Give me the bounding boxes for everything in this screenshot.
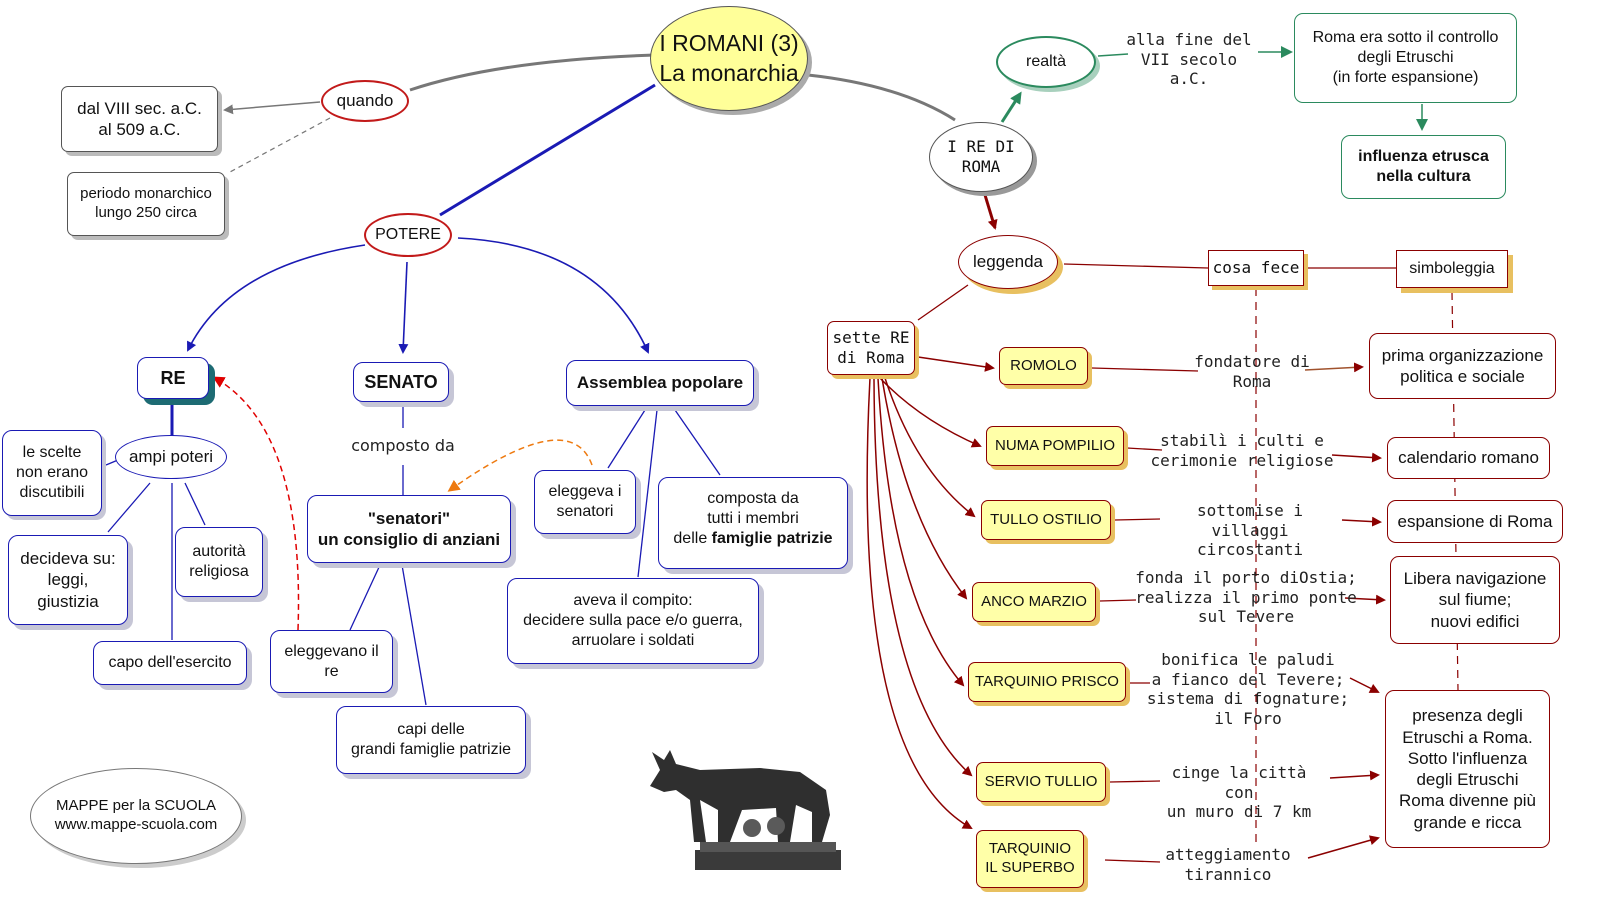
king-tarquinio-superbo[interactable]: TARQUINIO IL SUPERBO [976,830,1084,888]
king-anco-marzio[interactable]: ANCO MARZIO [972,582,1096,622]
sette-re-box[interactable]: sette RE di Roma [827,321,915,375]
potere-node[interactable]: POTERE [364,213,452,257]
realta-node[interactable]: realtà [996,36,1096,88]
symbol-organizzazione[interactable]: prima organizzazione politica e sociale [1369,333,1556,399]
re-box[interactable]: RE [137,357,209,399]
capo-esercito-box[interactable]: capo dell'esercito [93,641,247,685]
fine-secolo-label: alla fine del VII secolo a.C. [1126,30,1252,89]
composta-box[interactable]: composta da tutti i membri delle famigli… [658,477,848,569]
symbol-navigazione[interactable]: Libera navigazione sul fiume; nuovi edif… [1390,556,1560,644]
credit-badge[interactable]: MAPPE per la SCUOLA www.mappe-scuola.com [30,768,242,864]
symbol-calendario[interactable]: calendario romano [1387,437,1550,479]
eleggeva-box[interactable]: eleggeva i senatori [534,470,636,534]
eleggevano-box[interactable]: eleggevano il re [270,630,393,693]
etruschi-box[interactable]: Roma era sotto il controllo degli Etrusc… [1294,13,1517,103]
ampi-poteri-node[interactable]: ampi poteri [115,435,227,479]
senatori-subtitle: un consiglio di anziani [317,530,501,549]
compito-box[interactable]: aveva il compito: decidere sulla pace e/… [507,578,759,664]
did-anco-marzio: fonda il porto diOstia; realizza il prim… [1135,568,1357,627]
did-tullo-ostilio: sottomise i villaggi circostanti [1197,501,1303,560]
cosa-fece-box[interactable]: cosa fece [1208,250,1304,286]
capitoline-wolf-icon [650,750,841,870]
quando-node[interactable]: quando [321,80,409,122]
did-tarquinio-superbo: atteggiamento tirannico [1165,845,1291,884]
king-tullo-ostilio[interactable]: TULLO OSTILIO [981,500,1111,540]
leggenda-node[interactable]: leggenda [958,235,1058,289]
did-servio-tullio: cinge la città con un muro di 7 km [1166,763,1312,822]
senatori-title: "senatori" [367,508,451,528]
autorita-box[interactable]: autorità religiosa [175,527,263,597]
king-romolo[interactable]: ROMOLO [999,347,1088,385]
title-node[interactable]: I ROMANI (3) La monarchia [650,6,808,111]
composto-da-label: composto da [351,436,455,455]
simboleggia-box[interactable]: simboleggia [1396,250,1508,288]
senatori-box[interactable]: "senatori" un consiglio di anziani [307,495,511,563]
king-servio-tullio[interactable]: SERVIO TULLIO [976,762,1106,802]
composta-text: composta da tutti i membri delle [673,490,799,547]
did-romolo: fondatore di Roma [1194,352,1310,391]
did-numa-pompilio: stabilì i culti e cerimonie religiose [1150,431,1334,470]
scelte-box[interactable]: le scelte non erano discutibili [2,430,102,516]
assemblea-box[interactable]: Assemblea popolare [566,360,754,406]
king-tarquinio-prisco[interactable]: TARQUINIO PRISCO [968,662,1126,702]
influenza-box[interactable]: influenza etrusca nella cultura [1341,135,1506,199]
title-line-1: I ROMANI (3) [659,29,799,56]
did-tarquinio-prisco: bonifica le paludi a fianco del Tevere; … [1146,650,1350,728]
title-line-2: La monarchia [659,59,799,86]
re-di-roma-node[interactable]: I RE DI ROMA [929,122,1033,192]
senato-box[interactable]: SENATO [353,362,449,402]
periodo-box[interactable]: periodo monarchico lungo 250 circa [67,172,225,236]
king-numa-pompilio[interactable]: NUMA POMPILIO [986,426,1124,466]
composta-bold-text: famiglie patrizie [711,530,833,547]
decideva-box[interactable]: decideva su: leggi, giustizia [8,535,128,625]
symbol-etruschi[interactable]: presenza degli Etruschi a Roma. Sotto l'… [1385,690,1550,848]
dates-box[interactable]: dal VIII sec. a.C. al 509 a.C. [61,86,218,152]
capi-famiglie-box[interactable]: capi delle grandi famiglie patrizie [336,706,526,774]
symbol-espansione[interactable]: espansione di Roma [1387,500,1563,543]
